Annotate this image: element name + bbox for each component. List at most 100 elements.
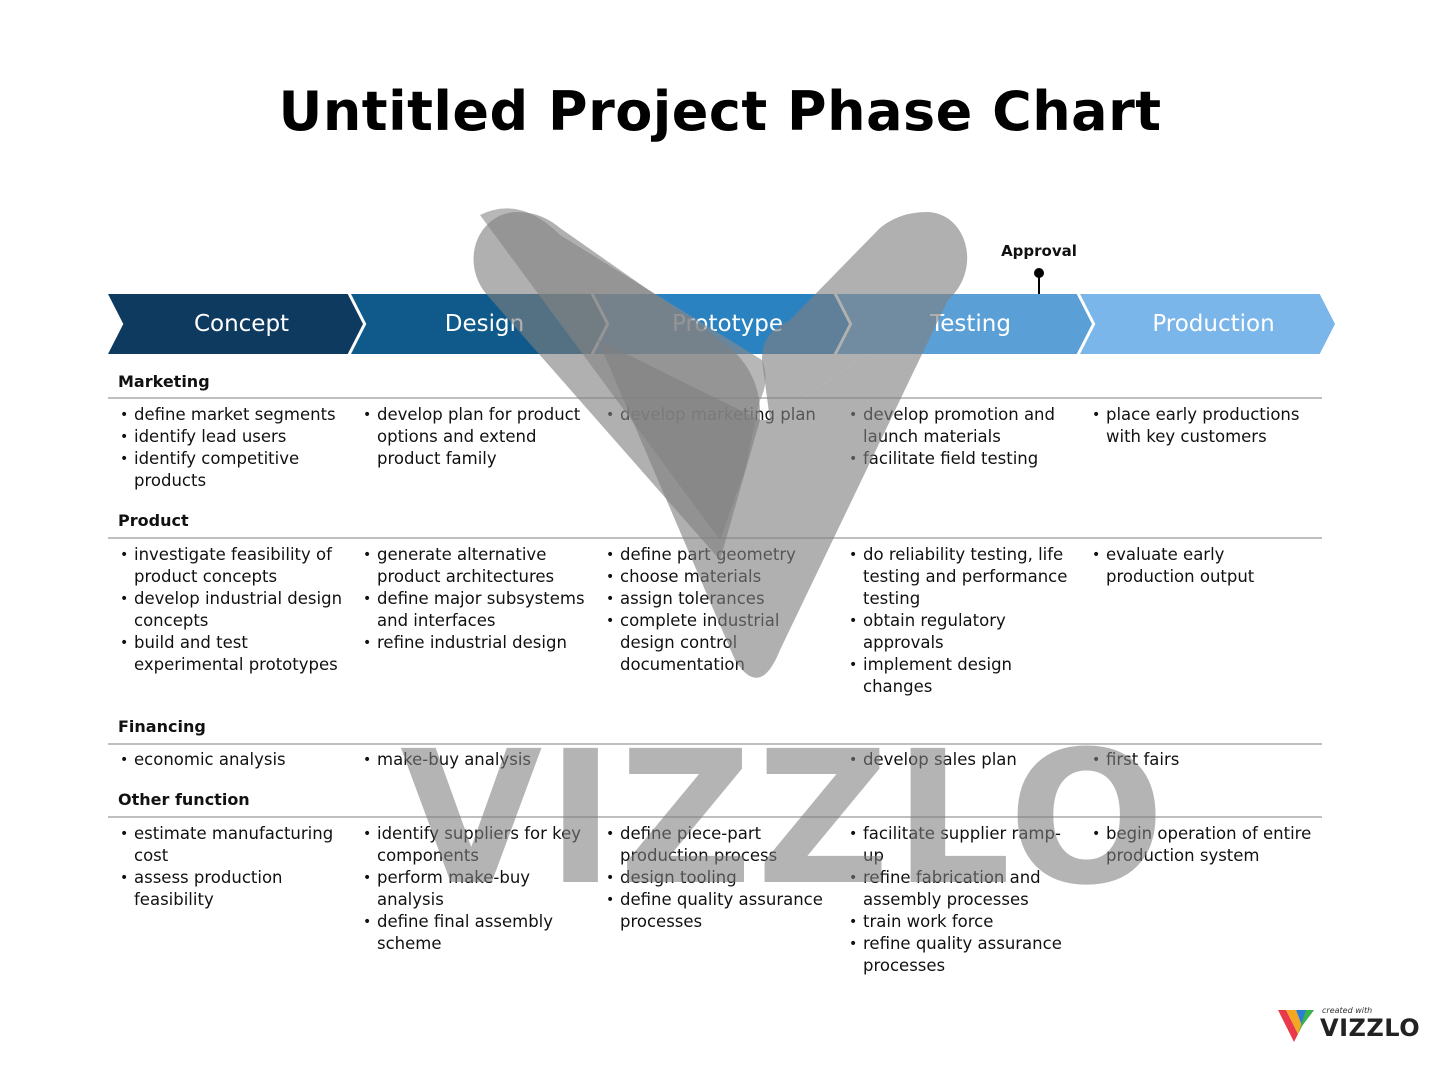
activity-list: place early productions with key custome… [1092, 404, 1318, 448]
activity-list: first fairs [1092, 749, 1318, 771]
activity-item: perform make-buy analysis [363, 867, 589, 911]
activity-item: choose materials [606, 566, 832, 588]
activity-list: generate alternative product architectur… [363, 544, 589, 654]
activity-cell-production: place early productions with key custome… [1092, 404, 1318, 448]
activity-item: define major subsystems and interfaces [363, 588, 589, 632]
activity-item: develop sales plan [849, 749, 1075, 771]
activity-list: investigate feasibility of product conce… [120, 544, 346, 676]
activity-item: define piece-part production process [606, 823, 832, 867]
activity-item: first fairs [1092, 749, 1318, 771]
vizzlo-logo-icon [1278, 1010, 1314, 1042]
activity-cell-prototype: define piece-part production processdesi… [606, 823, 832, 933]
vizzlo-logo-wordmark: VIZZLO [1320, 1014, 1421, 1042]
activity-item: generate alternative product architectur… [363, 544, 589, 588]
activity-item: develop plan for product options and ext… [363, 404, 589, 470]
activity-item: obtain regulatory approvals [849, 610, 1075, 654]
activity-list: estimate manufacturing costassess produc… [120, 823, 346, 911]
activity-item: facilitate field testing [849, 448, 1075, 470]
activity-cell-concept: define market segmentsidentify lead user… [120, 404, 346, 492]
phase-design: Design [351, 294, 606, 354]
phase-label: Design [444, 311, 525, 337]
activity-item: implement design changes [849, 654, 1075, 698]
activity-item: define market segments [120, 404, 346, 426]
activity-list: make-buy analysis [363, 749, 589, 771]
phase-concept: Concept [108, 294, 363, 354]
section-label-other-function: Other function [118, 790, 250, 809]
activity-item: design tooling [606, 867, 832, 889]
activity-item: refine industrial design [363, 632, 589, 654]
phase-label: Testing [930, 311, 1011, 337]
activity-cell-production: begin operation of entire production sys… [1092, 823, 1318, 867]
activity-item: facilitate supplier ramp-up [849, 823, 1075, 867]
activity-cell-testing: facilitate supplier ramp-uprefine fabric… [849, 823, 1075, 977]
activity-list: develop sales plan [849, 749, 1075, 771]
section-label-financing: Financing [118, 717, 206, 736]
activity-item: economic analysis [120, 749, 346, 771]
activity-cell-production: first fairs [1092, 749, 1318, 771]
phase-arrows: Concept Design Prototype Testing Production [108, 294, 1335, 354]
activity-cell-concept: estimate manufacturing costassess produc… [120, 823, 346, 911]
activity-item: complete industrial design control docum… [606, 610, 832, 676]
section-divider [108, 743, 1322, 745]
milestone-marker [1034, 268, 1044, 278]
phase-label: Concept [193, 311, 290, 337]
activity-item: place early productions with key custome… [1092, 404, 1318, 448]
activity-item: develop promotion and launch materials [849, 404, 1075, 448]
activity-list: define piece-part production processdesi… [606, 823, 832, 933]
activity-item: assign tolerances [606, 588, 832, 610]
activity-list: develop plan for product options and ext… [363, 404, 589, 470]
vizzlo-logo-tagline: created with [1322, 1006, 1373, 1015]
activity-item: define final assembly scheme [363, 911, 589, 955]
activity-item: do reliability testing, life testing and… [849, 544, 1075, 610]
activity-cell-design: make-buy analysis [363, 749, 589, 771]
activity-item: train work force [849, 911, 1075, 933]
activity-list: evaluate early production output [1092, 544, 1318, 588]
section-divider [108, 397, 1322, 399]
activity-cell-design: generate alternative product architectur… [363, 544, 589, 654]
activity-list: do reliability testing, life testing and… [849, 544, 1075, 698]
activity-cell-testing: do reliability testing, life testing and… [849, 544, 1075, 698]
activity-cell-design: develop plan for product options and ext… [363, 404, 589, 470]
activity-cell-concept: economic analysis [120, 749, 346, 771]
section-label-product: Product [118, 511, 189, 530]
phase-label: Production [1152, 311, 1275, 337]
activity-item: refine fabrication and assembly processe… [849, 867, 1075, 911]
activity-list: identify suppliers for key componentsper… [363, 823, 589, 955]
activity-list: develop promotion and launch materialsfa… [849, 404, 1075, 470]
activity-cell-testing: develop sales plan [849, 749, 1075, 771]
activity-item: define part geometry [606, 544, 832, 566]
activity-list: begin operation of entire production sys… [1092, 823, 1318, 867]
activity-list: define market segmentsidentify lead user… [120, 404, 346, 492]
activity-item: identify suppliers for key components [363, 823, 589, 867]
phase-prototype: Prototype [594, 294, 849, 354]
activity-item: assess production feasibility [120, 867, 346, 911]
activity-cell-concept: investigate feasibility of product conce… [120, 544, 346, 676]
vizzlo-logo[interactable]: created with VIZZLO [1276, 1006, 1426, 1046]
activity-cell-testing: develop promotion and launch materialsfa… [849, 404, 1075, 470]
activity-list: develop marketing plan [606, 404, 832, 426]
activity-item: develop industrial design concepts [120, 588, 346, 632]
activity-item: refine quality assurance processes [849, 933, 1075, 977]
activity-cell-prototype: develop marketing plan [606, 404, 832, 426]
phase-testing: Testing [837, 294, 1092, 354]
activity-item: begin operation of entire production sys… [1092, 823, 1318, 867]
activity-cell-prototype: define part geometrychoose materialsassi… [606, 544, 832, 676]
activity-list: define part geometrychoose materialsassi… [606, 544, 832, 676]
phase-label: Prototype [672, 311, 783, 337]
section-divider [108, 816, 1322, 818]
milestone-stem [1038, 276, 1040, 294]
activity-item: identify lead users [120, 426, 346, 448]
activity-list: economic analysis [120, 749, 346, 771]
milestone-label: Approval [1001, 242, 1077, 260]
activity-item: develop marketing plan [606, 404, 832, 426]
page-title: Untitled Project Phase Chart [278, 80, 1162, 143]
phase-production: Production [1080, 294, 1335, 354]
activity-item: evaluate early production output [1092, 544, 1318, 588]
activity-list: facilitate supplier ramp-uprefine fabric… [849, 823, 1075, 977]
activity-item: build and test experimental prototypes [120, 632, 346, 676]
section-divider [108, 537, 1322, 539]
activity-cell-production: evaluate early production output [1092, 544, 1318, 588]
activity-item: make-buy analysis [363, 749, 589, 771]
activity-item: estimate manufacturing cost [120, 823, 346, 867]
